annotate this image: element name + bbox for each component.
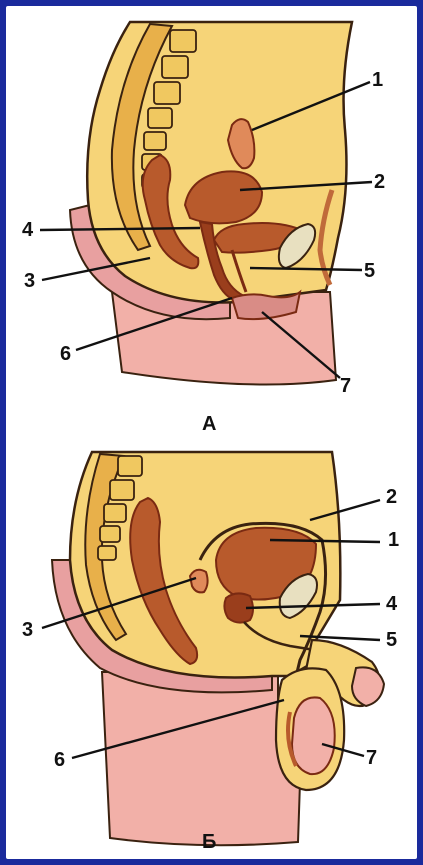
figure-b-label-1: 1 xyxy=(388,529,399,551)
figure-b-male-pelvis: 1 2 3 4 5 6 7 Б xyxy=(22,452,399,853)
figure-a-label-6: 6 xyxy=(60,343,71,365)
figure-a-label-3: 3 xyxy=(24,270,35,292)
figure-b-label-5: 5 xyxy=(386,629,397,651)
figure-b-glans xyxy=(352,667,384,706)
figure-a-label-2: 2 xyxy=(374,171,385,193)
figure-a-label-7: 7 xyxy=(340,375,351,397)
figure-b-testis xyxy=(292,697,335,774)
figure-b-label-2: 2 xyxy=(386,486,397,508)
figure-b-label-4: 4 xyxy=(386,593,398,615)
figure-a-female-pelvis: 1 2 3 4 5 6 7 А xyxy=(22,22,385,435)
figure-b-label-6: 6 xyxy=(54,749,65,771)
figure-a-label-5: 5 xyxy=(364,260,375,282)
figure-b-label-3: 3 xyxy=(22,619,33,641)
figure-b-thigh xyxy=(102,672,300,845)
figure-a-label-1: 1 xyxy=(372,69,383,91)
figure-b-caption: Б xyxy=(202,831,216,853)
figure-a-caption: А xyxy=(202,413,216,435)
figure-b-label-7: 7 xyxy=(366,747,377,769)
figure-a-label-4: 4 xyxy=(22,219,34,241)
